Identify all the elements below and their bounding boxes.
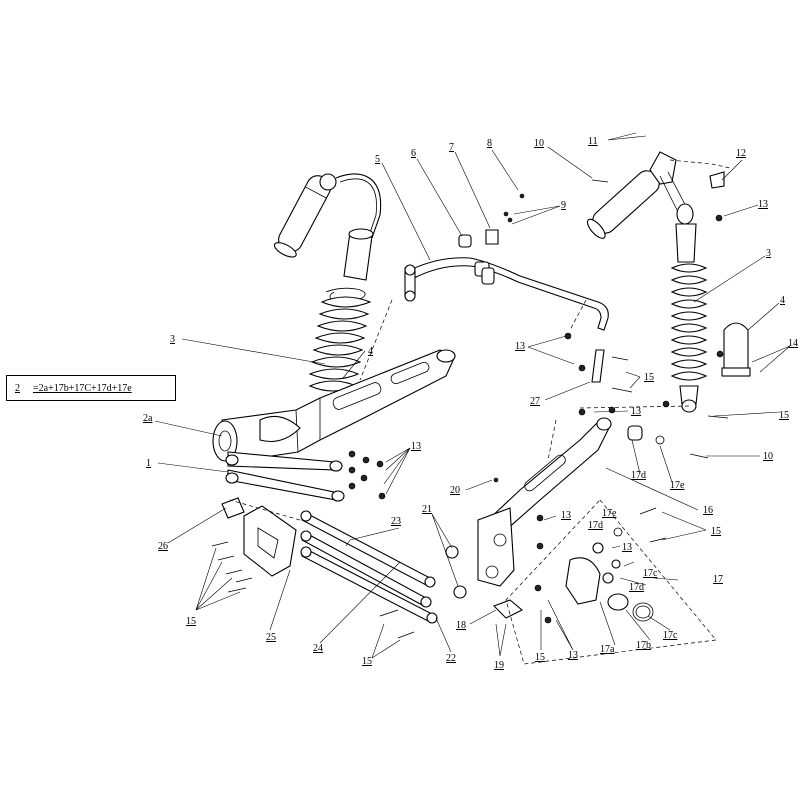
callout-13-a: 13 [758,199,768,210]
callout-26: 26 [158,541,168,552]
callout-20: 20 [450,485,460,496]
bracket-26 [221,497,245,519]
left-trailing-arm [212,349,456,463]
callout-17d-top: 17d [631,470,646,481]
callout-25: 25 [266,632,276,643]
callout-14: 14 [788,338,798,349]
callout-4-right: 4 [780,295,785,306]
end-link-27 [591,349,605,383]
bushing-17d [627,425,643,441]
left-shock-absorber [273,173,382,416]
callout-15-e: 15 [362,656,372,667]
callout-13-e: 13 [561,510,571,521]
lower-links [300,510,438,624]
sway-bar-clamp [485,229,499,245]
formula-item-number: 2 [15,383,20,394]
callout-3-left: 3 [170,334,175,345]
knuckle-assembly [565,527,654,622]
callout-23: 23 [391,516,401,527]
callout-13-f: 13 [622,542,632,553]
callout-11: 11 [588,136,598,147]
callout-17c-lower: 17c [663,630,678,641]
callout-17e-right: 17e [670,480,685,491]
callout-24: 24 [313,643,323,654]
callout-15-b: 15 [779,410,789,421]
callout-17c-upper: 17c [643,568,658,579]
shock-guard-bracket [721,322,751,377]
callout-17e-left: 17e [602,508,617,519]
callout-10-top: 10 [534,138,544,149]
fasteners [211,179,729,639]
ring-17e [655,435,665,445]
callout-13-b: 13 [515,341,525,352]
callout-27: 27 [530,396,540,407]
callout-17b: 17b [636,640,651,651]
bushing-21b [453,585,467,599]
assembly-formula-box: 2 =2a+17b+17C+17d+17e [6,375,176,401]
callout-17d-low: 17d [629,582,644,593]
callout-4-left: 4 [368,346,373,357]
sway-bar-bushing [458,234,472,248]
callout-19: 19 [494,660,504,671]
callout-10-right: 10 [763,451,773,462]
callout-17d-mid: 17d [588,520,603,531]
callout-1: 1 [146,458,151,469]
callout-16: 16 [703,505,713,516]
formula-expression: =2a+17b+17C+17d+17e [33,383,132,394]
leader-lines [154,132,791,659]
callout-13-g: 13 [568,650,578,661]
left-spring [308,287,372,392]
right-spring [670,263,708,381]
callout-12: 12 [736,148,746,159]
bracket-18 [493,599,523,619]
callout-22: 22 [446,653,456,664]
right-shock-absorber [586,151,725,413]
left-control-arms [225,451,345,502]
callout-21: 21 [422,504,432,515]
callout-labels: 1 2a 3 3 4 4 5 6 7 8 9 10 10 11 12 13 13… [143,136,798,671]
callout-15-d: 15 [186,616,196,627]
callout-17: 17 [713,574,723,585]
callout-18: 18 [456,620,466,631]
callout-3-right: 3 [766,248,771,259]
callout-15-c: 15 [711,526,721,537]
callout-8: 8 [487,138,492,149]
dashed-assembly-lines [229,159,731,665]
callout-2a: 2a [143,413,153,424]
callout-7: 7 [449,142,454,153]
callout-15-f: 15 [535,652,545,663]
callout-13-c: 13 [631,406,641,417]
right-trailing-arm [477,417,612,587]
callout-5: 5 [375,154,380,165]
sway-bar [404,257,609,331]
callout-15-a: 15 [644,372,654,383]
callout-13-d: 13 [411,441,421,452]
callout-6: 6 [411,148,416,159]
callout-17a: 17a [600,644,615,655]
mounting-plate [243,505,297,577]
callout-9: 9 [561,200,566,211]
